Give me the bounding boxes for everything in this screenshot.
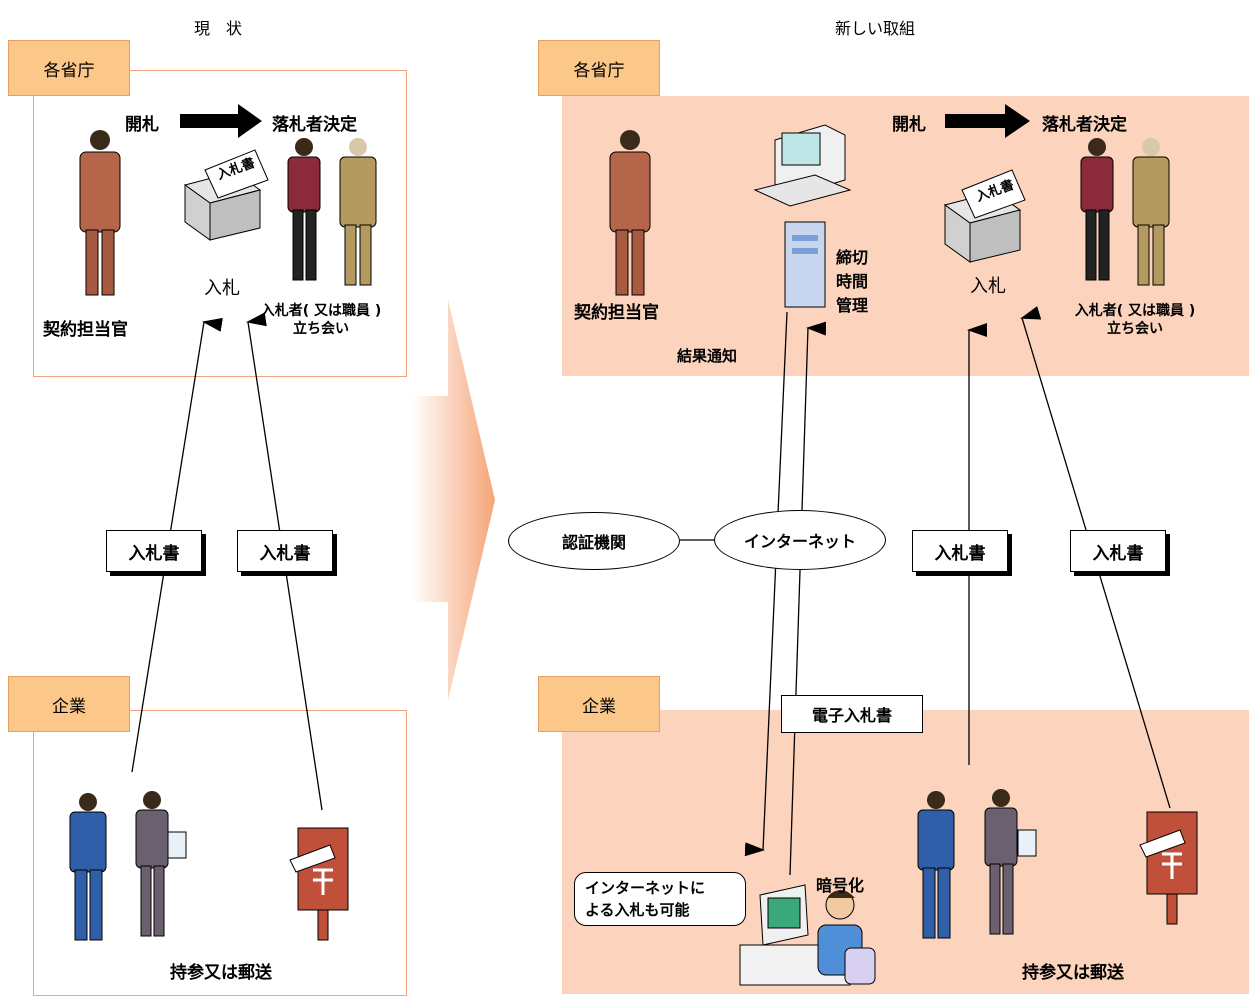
bidders-label-left: 入札者( 又は職員 ) 立ち会い bbox=[256, 302, 386, 338]
officer-label-left: 契約担当官 bbox=[43, 320, 128, 340]
heading-current: 現 状 bbox=[194, 19, 243, 38]
bid-doc-right-1: 入札書 bbox=[912, 530, 1008, 572]
bring-mail-right: 持参又は郵送 bbox=[1022, 963, 1124, 983]
transition-arrow bbox=[412, 300, 495, 700]
bidders-line2-right: 立ち会い bbox=[1107, 321, 1163, 337]
bidders-label-right: 入札者( 又は職員 ) 立ち会い bbox=[1060, 302, 1210, 338]
opening-label-left: 開札 bbox=[125, 115, 159, 135]
opening-arrow-left bbox=[180, 104, 262, 138]
company-people-right bbox=[917, 789, 1037, 939]
witnesses-right bbox=[1080, 138, 1170, 286]
bid-doc-left-2: 入札書 bbox=[237, 530, 333, 572]
tag-ministry-right: 各省庁 bbox=[538, 40, 660, 96]
result-down-arrow bbox=[744, 311, 788, 857]
opening-arrow-right bbox=[945, 104, 1030, 138]
winner-label-left: 落札者決定 bbox=[272, 115, 357, 135]
heading-new: 新しい取組 bbox=[835, 19, 916, 38]
tag-company-left: 企業 bbox=[8, 676, 130, 732]
bidders-line1: 入札者( 又は職員 ) bbox=[260, 303, 382, 319]
opening-label-right: 開札 bbox=[892, 115, 926, 135]
pc-operator bbox=[739, 884, 876, 986]
post-box-right bbox=[1139, 811, 1198, 925]
tag-company-right: 企業 bbox=[538, 676, 660, 732]
officer-label-right: 契約担当官 bbox=[574, 303, 659, 323]
bring-mail-left: 持参又は郵送 bbox=[170, 963, 272, 983]
company-people-left bbox=[69, 791, 187, 941]
tag-ministry-left: 各省庁 bbox=[8, 40, 130, 96]
internet-node: インターネット bbox=[714, 510, 886, 570]
server-computer bbox=[753, 124, 852, 308]
bid-doc-left-1: 入札書 bbox=[106, 530, 202, 572]
ballot-box-right bbox=[943, 169, 1026, 263]
left-ministry-panel bbox=[33, 70, 407, 377]
witnesses-left bbox=[287, 138, 377, 286]
right-ministry-panel bbox=[562, 96, 1249, 376]
e-bid-box: 電子入札書 bbox=[781, 695, 923, 733]
internet-bid-note: インターネットに よる入札も可能 bbox=[574, 872, 746, 926]
ebid-up-arrow bbox=[789, 321, 827, 876]
bidding-label-right: 入札 bbox=[970, 276, 1006, 297]
right-company-panel bbox=[562, 710, 1249, 994]
deadline-label: 締切 時間 管理 bbox=[836, 248, 869, 315]
officer-figure-right bbox=[609, 130, 651, 296]
result-notice-label: 結果通知 bbox=[677, 347, 738, 365]
winner-label-right: 落札者決定 bbox=[1042, 115, 1127, 135]
ballot-box-left bbox=[183, 149, 269, 241]
bidding-label-left: 入札 bbox=[204, 278, 240, 299]
bidders-line2: 立ち会い bbox=[293, 321, 349, 337]
bidders-line1-right: 入札者( 又は職員 ) bbox=[1074, 303, 1196, 319]
bid-doc-right-2: 入札書 bbox=[1070, 530, 1166, 572]
post-box-left bbox=[289, 827, 349, 941]
officer-figure-left bbox=[79, 130, 121, 296]
encryption-label: 暗号化 bbox=[816, 876, 865, 895]
cert-authority-node: 認証機関 bbox=[508, 512, 680, 570]
